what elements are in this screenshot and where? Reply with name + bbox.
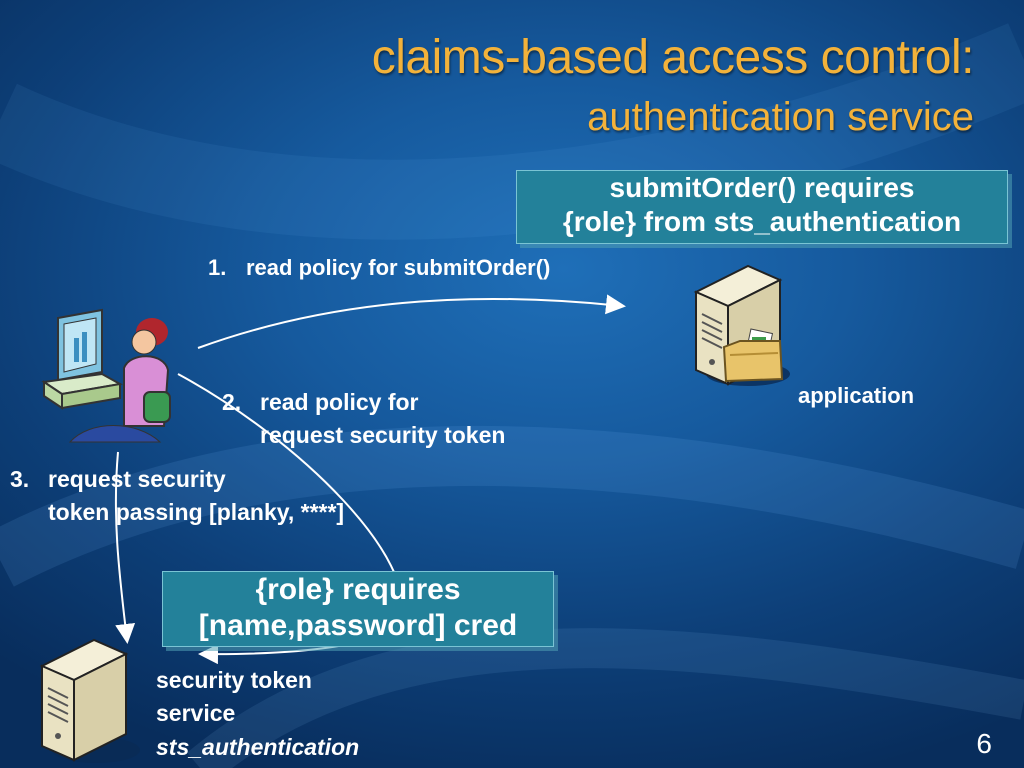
step-text: request security token [260, 422, 506, 449]
sts-policy-box: {role} requires [name,password] cred [162, 571, 554, 647]
user-at-computer-icon [41, 308, 171, 443]
arrow-read-policy-app [197, 294, 626, 349]
step-text: token passing [planky, ****] [48, 499, 345, 526]
step-text: read policy for submitOrder() [246, 255, 551, 280]
step-2-label: 2. read policy for request security token [222, 386, 505, 453]
step-text: request security [48, 466, 226, 492]
application-policy-box: submitOrder() requires {role} from sts_a… [516, 170, 1008, 244]
policy-line: {role} from sts_authentication [562, 205, 962, 237]
policy-line: [name,password] cred [198, 609, 518, 642]
step-text: read policy for [260, 389, 419, 415]
sts-server-icon [39, 638, 140, 763]
sts-label-line: service [156, 700, 236, 727]
step-3-label: 3. request security token passing [planky… [10, 463, 344, 530]
policy-line: {role} requires [255, 573, 461, 606]
policy-line: submitOrder() requires [609, 172, 915, 203]
application-label: application [798, 383, 915, 408]
step-number: 3. [10, 466, 30, 492]
sts-label: security token service sts_authenticatio… [156, 664, 359, 764]
page-number: 6 [976, 728, 992, 759]
step-number: 1. [208, 255, 227, 280]
step-number: 2. [222, 389, 242, 415]
step-1-label: 1. read policy for submitOrder() [208, 252, 550, 284]
sts-label-line: security token [156, 667, 312, 693]
slide-subtitle: authentication service [587, 95, 974, 139]
folder-icon [722, 328, 784, 383]
sts-name: sts_authentication [156, 733, 360, 760]
slide-title: claims-based access control: [371, 31, 975, 84]
